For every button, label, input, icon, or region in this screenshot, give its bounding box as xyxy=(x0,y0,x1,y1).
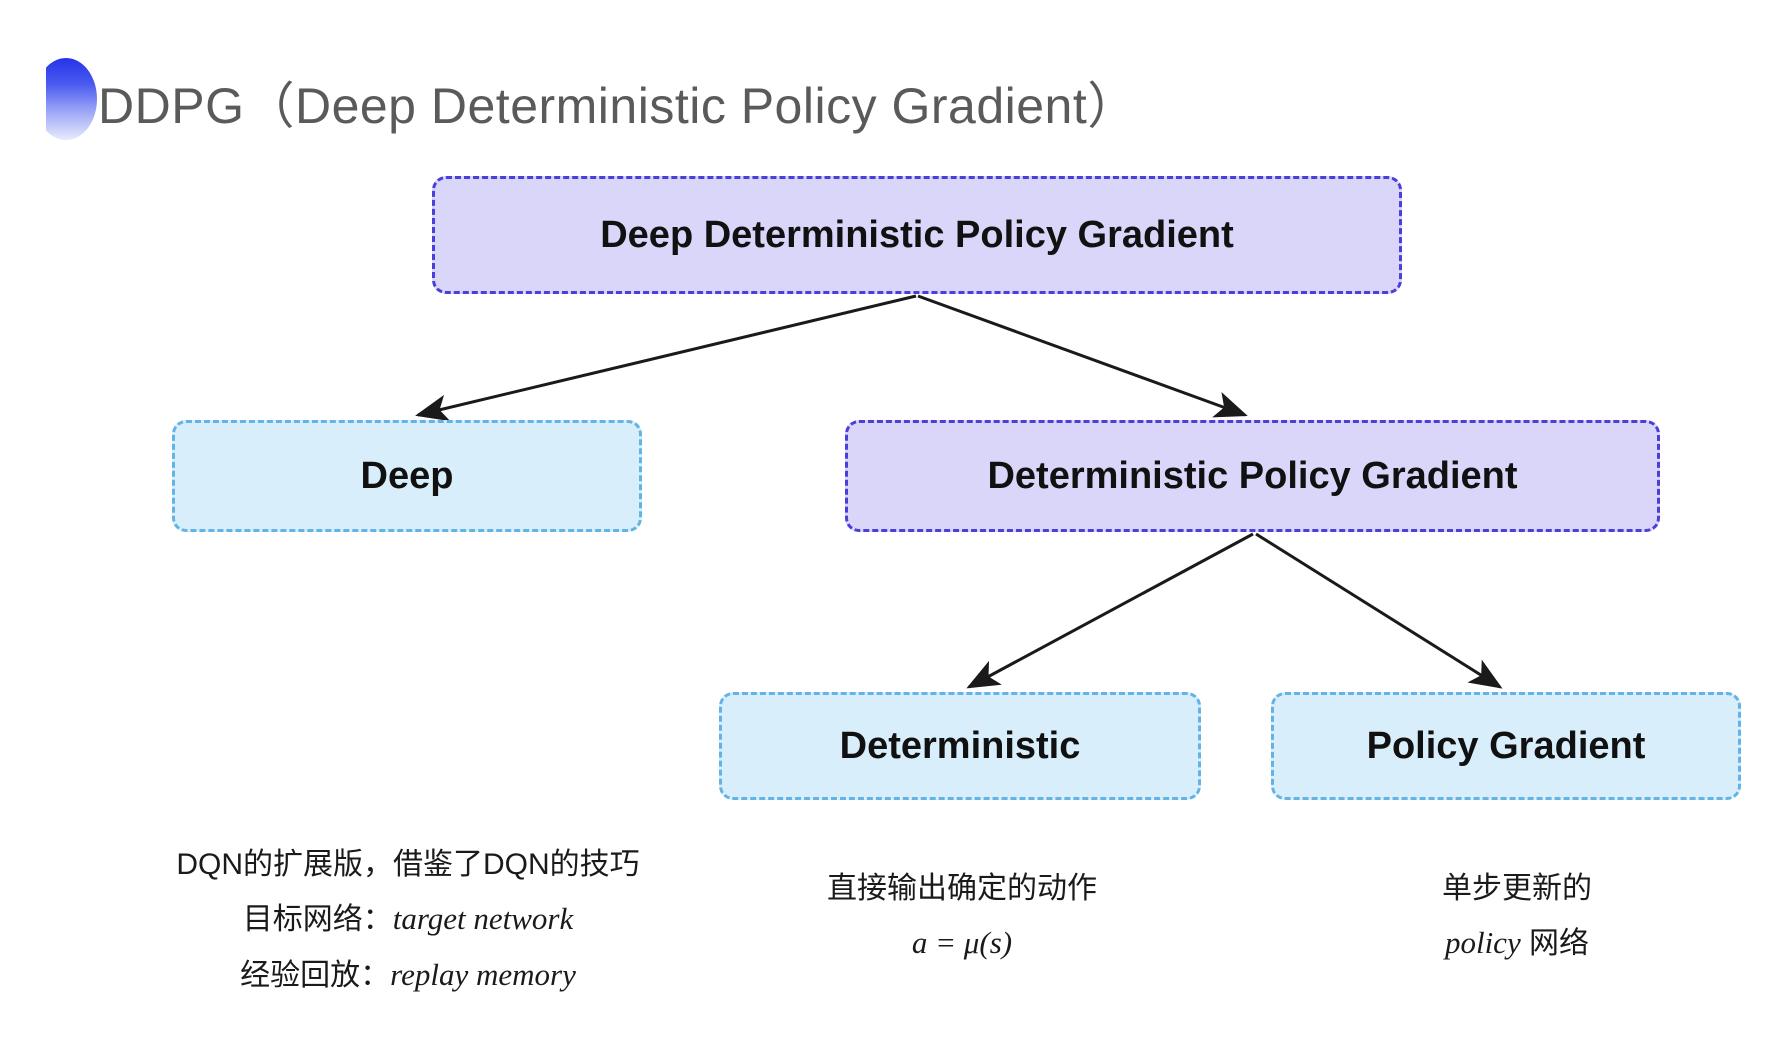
annotation-deterministic-line1: 直接输出确定的动作 xyxy=(827,872,1097,905)
edge-dpg-to-deterministic xyxy=(966,532,1254,689)
annotation-deterministic: 直接输出确定的动作 a = μ(s) xyxy=(792,862,1132,971)
annotation-deep-line3-term: replay memory xyxy=(390,956,576,992)
annotation-deep-line3: 经验回放：replay memory xyxy=(148,947,668,1002)
annotation-policy-gradient-suffix: 网络 xyxy=(1520,927,1590,961)
annotation-policy-gradient-term: policy xyxy=(1444,925,1521,961)
node-deep[interactable]: Deep xyxy=(172,420,642,532)
annotation-deep-line3-label: 经验回放： xyxy=(240,958,391,992)
page-title: DDPG（Deep Deterministic Policy Gradient） xyxy=(98,78,1138,134)
annotation-deep: DQN的扩展版，借鉴了DQN的技巧 目标网络：target network 经验… xyxy=(148,838,668,1002)
node-deep-deterministic-policy-gradient[interactable]: Deep Deterministic Policy Gradient xyxy=(432,176,1402,294)
annotation-deep-line2-label: 目标网络： xyxy=(242,903,393,937)
annotation-deep-line2-term: target network xyxy=(392,901,574,937)
node-deterministic-policy-gradient[interactable]: Deterministic Policy Gradient xyxy=(845,420,1660,532)
edge-root-to-dpg xyxy=(917,294,1248,418)
annotation-deep-line2: 目标网络：target network xyxy=(148,891,668,946)
node-deterministic[interactable]: Deterministic xyxy=(719,692,1201,800)
annotation-deep-line1: DQN的扩展版，借鉴了DQN的技巧 xyxy=(176,848,640,881)
annotation-deterministic-formula: a = μ(s) xyxy=(911,925,1013,961)
edge-dpg-to-policy-gradient xyxy=(1255,532,1503,689)
edge-root-to-deep xyxy=(415,294,917,422)
node-policy-gradient[interactable]: Policy Gradient xyxy=(1271,692,1741,800)
title-decoration-mask xyxy=(0,50,46,150)
annotation-policy-gradient: 单步更新的 policy 网络 xyxy=(1372,862,1662,971)
annotation-policy-gradient-line2: policy 网络 xyxy=(1372,915,1662,970)
annotation-policy-gradient-line1: 单步更新的 xyxy=(1442,872,1592,905)
